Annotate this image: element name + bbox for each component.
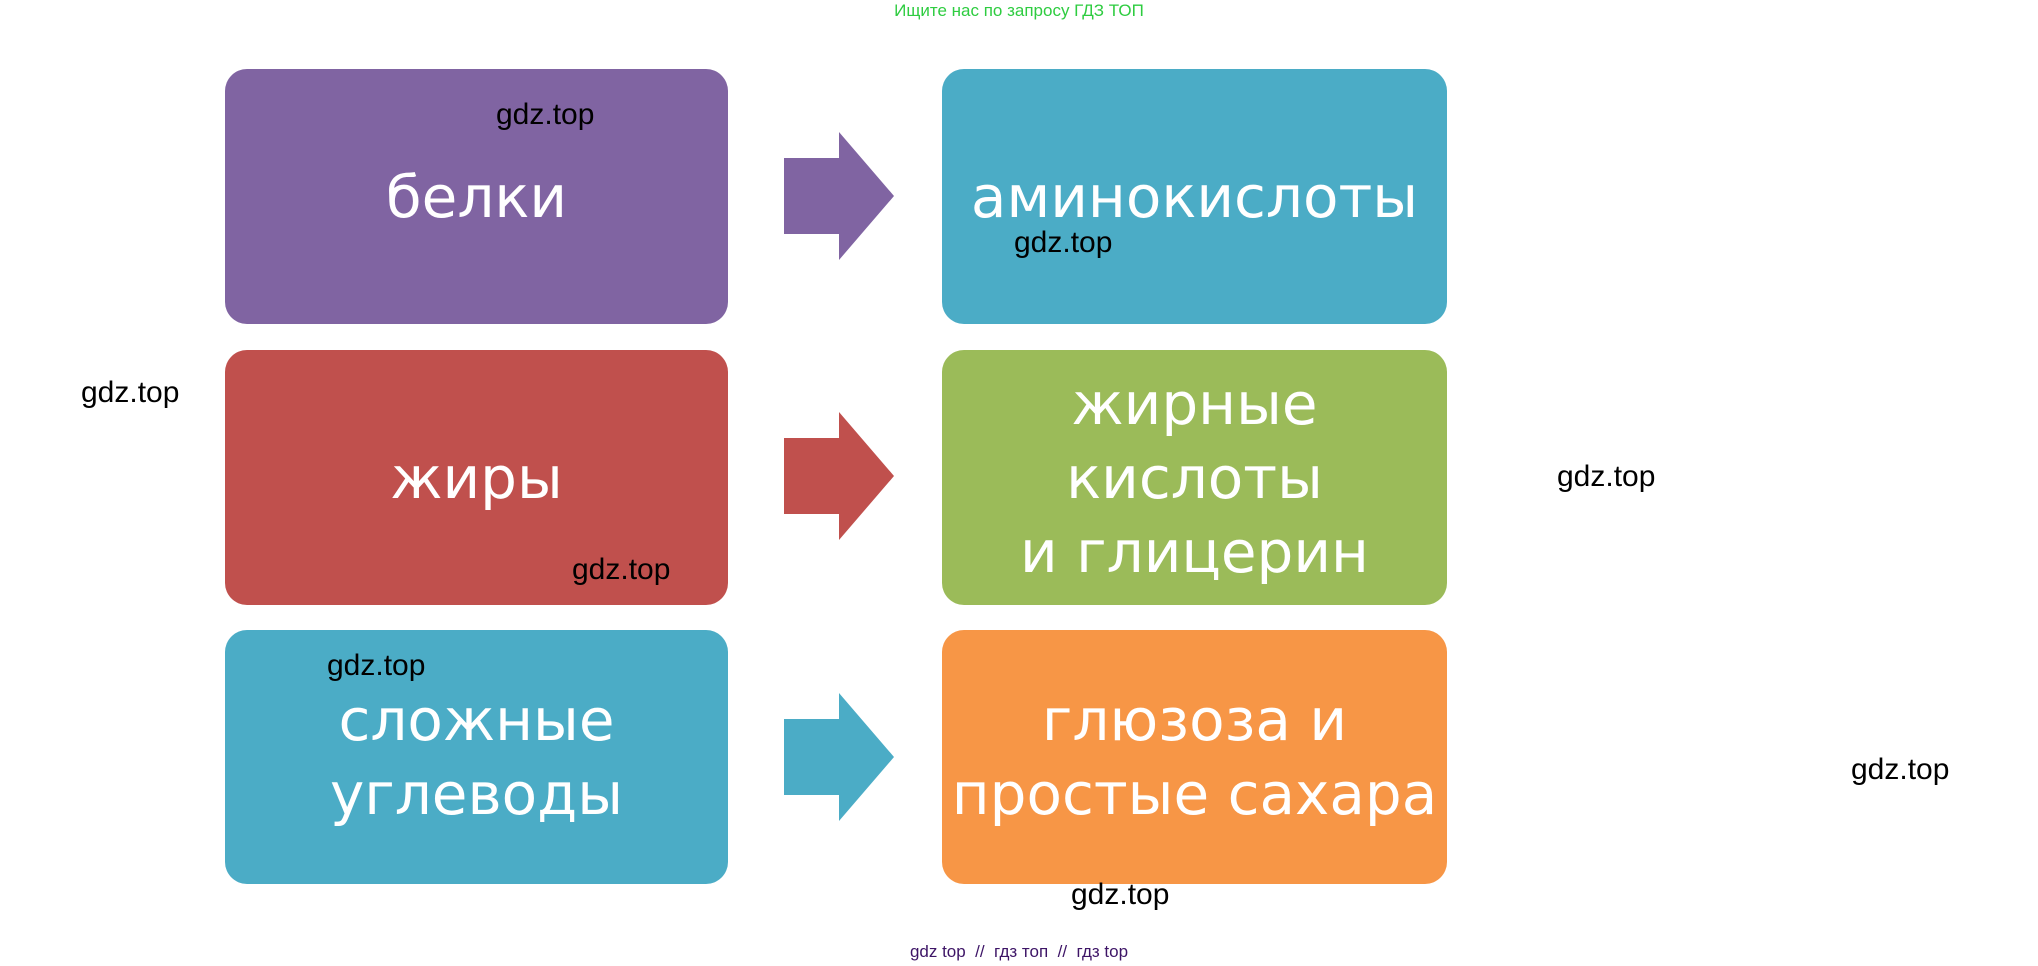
arrow-icon xyxy=(784,132,894,260)
watermark: gdz.top xyxy=(81,376,180,409)
box-proteins: белки xyxy=(225,69,728,324)
box-glucose: глюзоза и простые сахара xyxy=(942,630,1447,884)
box-complex-carbs: сложные углеводы xyxy=(225,630,728,884)
footer-text: gdz top // гдз топ // гдз top xyxy=(909,942,1129,961)
box-fats: жиры xyxy=(225,350,728,605)
watermark: gdz.top xyxy=(572,553,671,586)
header-text: Ищите нас по запросу ГДЗ ТОП xyxy=(894,1,1144,20)
box-amino-acids: аминокислоты xyxy=(942,69,1447,324)
watermark: gdz.top xyxy=(496,98,595,131)
arrow-icon xyxy=(784,693,894,821)
watermark: gdz.top xyxy=(1851,753,1950,786)
watermark: gdz.top xyxy=(1071,878,1170,911)
box-fatty-acids: жирные кислоты и глицерин xyxy=(942,350,1447,605)
watermark: gdz.top xyxy=(327,649,426,682)
watermark: gdz.top xyxy=(1014,226,1113,259)
arrow-icon xyxy=(784,412,894,540)
watermark: gdz.top xyxy=(1557,460,1656,493)
